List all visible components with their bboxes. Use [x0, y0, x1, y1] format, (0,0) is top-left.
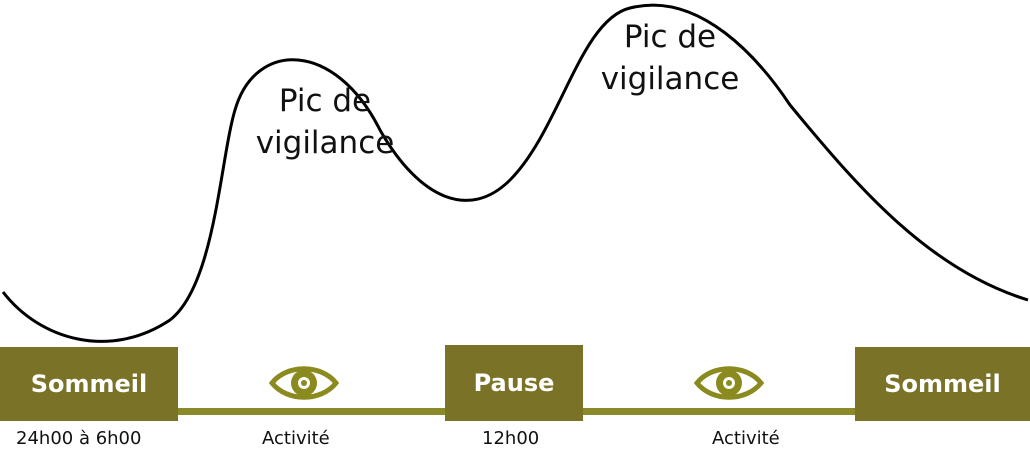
peak-label-2-line2: vigilance	[600, 61, 740, 97]
peak-label-1: Pic de vigilance	[245, 80, 405, 164]
sleep-box-right: Sommeil	[855, 347, 1030, 421]
timeline-segment-2	[583, 408, 855, 415]
sleep-box-left: Sommeil	[0, 347, 178, 421]
sleep-box-left-label: Sommeil	[30, 370, 148, 398]
peak-label-1-line1: Pic de	[278, 83, 372, 119]
vigilance-curve	[1, 3, 1029, 343]
eye-icon	[694, 366, 764, 400]
caption-activity-1: Activité	[262, 428, 330, 449]
caption-sleep-time: 24h00 à 6h00	[16, 428, 142, 449]
peak-label-1-line2: vigilance	[255, 125, 395, 161]
timeline-segment-1	[178, 408, 445, 415]
peak-label-2-line1: Pic de	[623, 19, 717, 55]
eye-icon	[269, 366, 339, 400]
sleep-box-right-label: Sommeil	[884, 370, 1001, 398]
peak-label-2: Pic de vigilance	[590, 16, 750, 100]
pause-box-label: Pause	[473, 369, 555, 397]
caption-activity-2: Activité	[712, 428, 780, 449]
pause-box: Pause	[445, 345, 583, 421]
caption-pause-time: 12h00	[482, 428, 540, 449]
